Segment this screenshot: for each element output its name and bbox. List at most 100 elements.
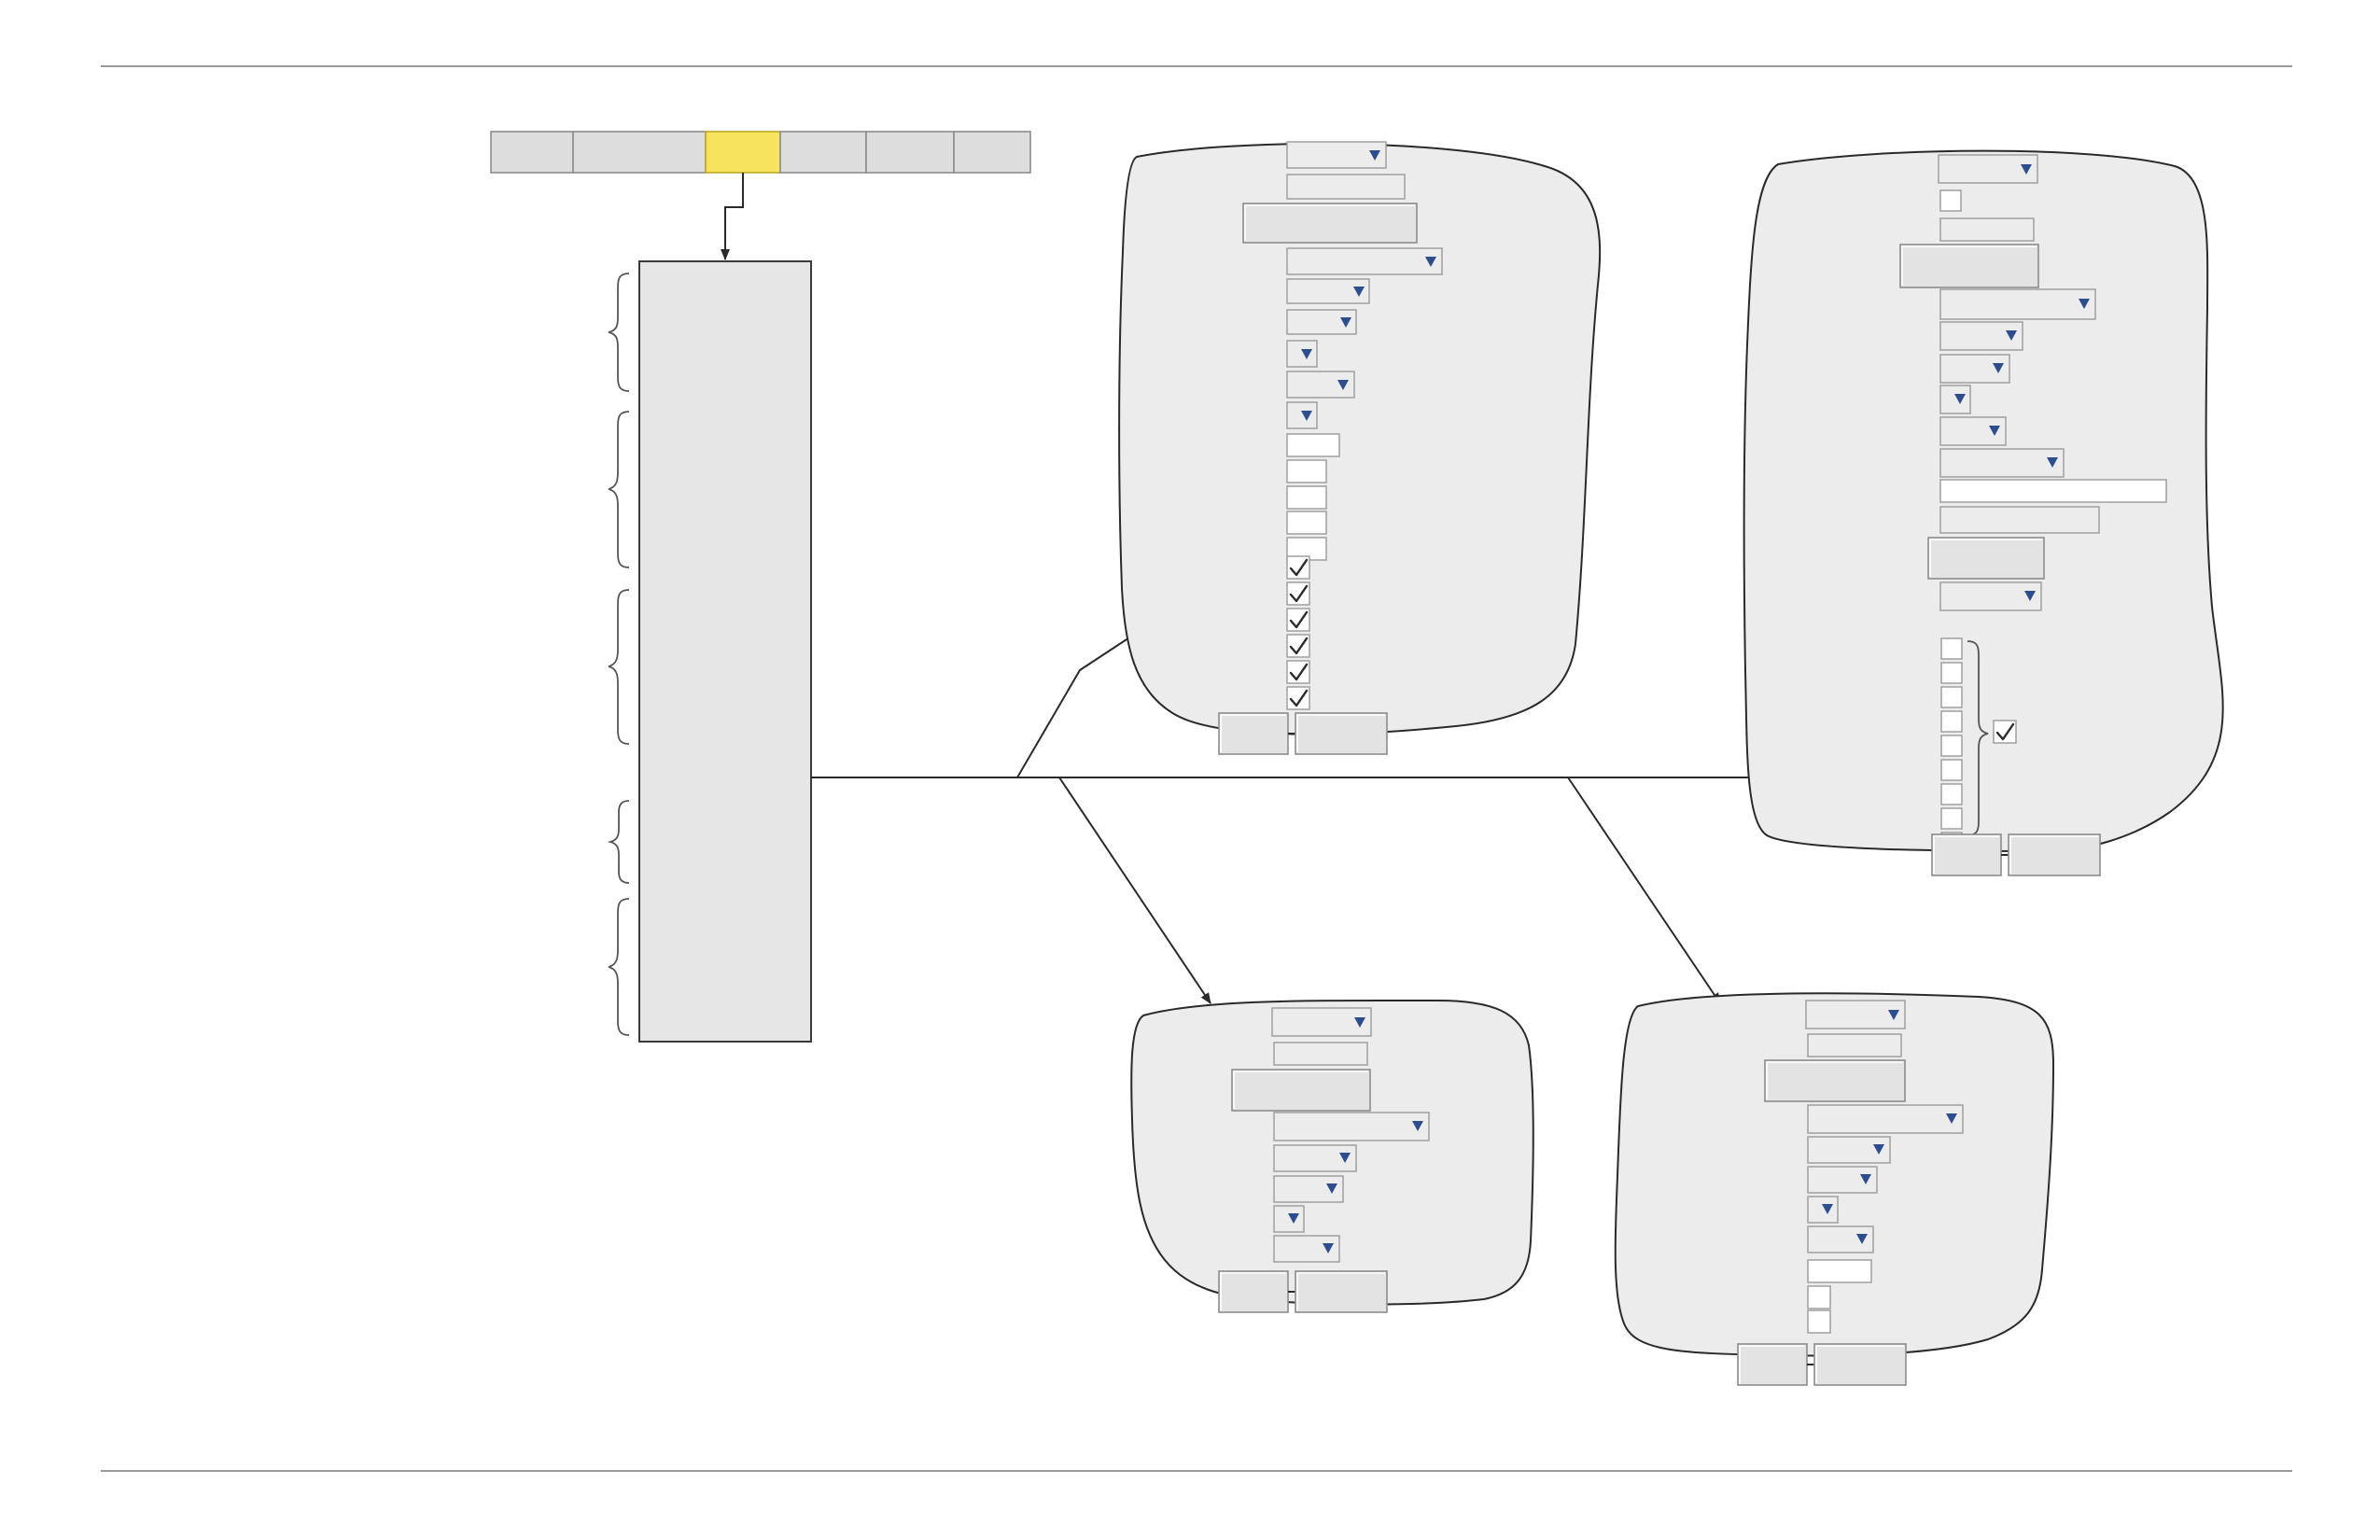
tab-3-active[interactable] (705, 131, 781, 174)
dialog-d-text-field-2[interactable] (1807, 1259, 1872, 1283)
dialog-d-button-1[interactable] (1764, 1059, 1906, 1102)
dropdown-arrow-icon (1425, 257, 1436, 267)
tab-2[interactable] (572, 131, 707, 174)
tab-4[interactable] (779, 131, 867, 174)
dialog-b-text-field-2[interactable] (1939, 479, 2167, 503)
dropdown-arrow-icon (2024, 591, 2036, 601)
dialog-d-dropdown-2[interactable] (1807, 1104, 1964, 1134)
dialog-a-dropdown-2[interactable] (1286, 247, 1443, 275)
dialog-d-text-field-3[interactable] (1807, 1285, 1831, 1309)
dropdown-arrow-icon (1337, 380, 1349, 390)
dialog-c-dropdown-1[interactable] (1271, 1007, 1372, 1037)
dialog-c-ok-button[interactable] (1218, 1270, 1289, 1313)
checkmark-icon (1289, 610, 1309, 629)
dropdown-arrow-icon (1326, 1183, 1337, 1194)
dialog-a-dropdown-7[interactable] (1286, 401, 1318, 429)
dialog-d-text-field-4[interactable] (1807, 1309, 1831, 1334)
dialog-a-ok-button[interactable] (1218, 712, 1289, 755)
dialog-c-dropdown-4[interactable] (1273, 1175, 1344, 1203)
dialog-a-dropdown-5[interactable] (1286, 340, 1318, 368)
dialog-a-button-1[interactable] (1242, 203, 1418, 244)
dialog-d-dropdown-6[interactable] (1807, 1225, 1874, 1253)
checkmark-icon (1995, 722, 2015, 741)
dialog-d-dropdown-5[interactable] (1807, 1196, 1839, 1224)
dialog-b-dropdown-8[interactable] (1939, 581, 2042, 611)
dialog-b-group-checkbox-2[interactable] (1940, 662, 1963, 684)
dialog-b-group-checkbox-7[interactable] (1940, 783, 1963, 805)
dialog-c-dropdown-2[interactable] (1273, 1112, 1430, 1141)
dropdown-arrow-icon (1301, 349, 1312, 359)
dropdown-arrow-icon (1340, 317, 1351, 328)
dialog-b-dropdown-3[interactable] (1939, 321, 2023, 351)
dialog-c-dropdown-3[interactable] (1273, 1144, 1357, 1172)
dialog-a-text-field-5[interactable] (1286, 511, 1327, 535)
dropdown-arrow-icon (1860, 1174, 1871, 1184)
dialog-b-ok-button[interactable] (1931, 833, 2002, 876)
checkmark-icon (1289, 584, 1309, 603)
connector-to-dialog-a (1016, 624, 1149, 778)
dialog-c-dropdown-5[interactable] (1273, 1205, 1305, 1233)
dialog-a-text-field-2[interactable] (1286, 433, 1340, 457)
dialog-b-button-1[interactable] (1899, 244, 2039, 288)
tab-bar (490, 131, 1031, 174)
dropdown-arrow-icon (1954, 394, 1966, 404)
dialog-b-group-checkbox-4[interactable] (1940, 710, 1963, 733)
connector-to-dialog-d (1567, 777, 1721, 1004)
dialog-d-dropdown-3[interactable] (1807, 1136, 1891, 1164)
dialog-c-button-1[interactable] (1231, 1069, 1371, 1112)
dialog-b-dropdown-2[interactable] (1939, 288, 2096, 320)
dialog-d-cancel-button[interactable] (1813, 1343, 1907, 1386)
dialog-a-checkbox-6[interactable] (1286, 686, 1310, 710)
dialog-d-dropdown-1[interactable] (1805, 1000, 1906, 1029)
dropdown-arrow-icon (1873, 1144, 1884, 1155)
tab-1[interactable] (490, 131, 574, 174)
dialog-b-group-checkbox-8[interactable] (1940, 807, 1963, 830)
dialog-b-group-checkbox-3[interactable] (1940, 686, 1963, 708)
dialog-d-ok-button[interactable] (1737, 1343, 1808, 1386)
dialog-a-text-field-4[interactable] (1286, 485, 1327, 510)
dialog-b-dropdown-4[interactable] (1939, 354, 2010, 384)
brace-3 (608, 589, 630, 745)
dialog-b-group-checkbox-1[interactable] (1940, 637, 1963, 660)
group-brace (1967, 640, 1989, 836)
dialog-a-text-field-3[interactable] (1286, 459, 1327, 483)
dropdown-arrow-icon (1993, 363, 2004, 373)
checkmark-icon (1289, 637, 1309, 655)
tab-5[interactable] (865, 131, 955, 174)
dialog-a-checkbox-4[interactable] (1286, 634, 1310, 658)
dialog-d-text-field-1[interactable] (1807, 1033, 1902, 1057)
dropdown-arrow-icon (1369, 150, 1380, 161)
dialog-a-checkbox-2[interactable] (1286, 581, 1310, 606)
dialog-b-dropdown-7[interactable] (1939, 448, 2065, 478)
dialog-b-checkbox-1[interactable] (1939, 189, 1962, 212)
dialog-b-dropdown-1[interactable] (1938, 154, 2038, 184)
dialog-a-dropdown-4[interactable] (1286, 309, 1357, 335)
dialog-c-dropdown-6[interactable] (1273, 1235, 1340, 1263)
tab-6[interactable] (953, 131, 1031, 174)
dialog-b-text-field-1[interactable] (1939, 217, 2035, 242)
checkmark-icon (1289, 663, 1309, 681)
dialog-c-text-field-1[interactable] (1273, 1042, 1368, 1066)
dialog-a-text-field-1[interactable] (1286, 174, 1406, 200)
dropdown-arrow-icon (2021, 164, 2032, 175)
dialog-a-dropdown-1[interactable] (1286, 141, 1387, 169)
dialog-d-dropdown-4[interactable] (1807, 1166, 1878, 1194)
dialog-c-cancel-button[interactable] (1295, 1270, 1388, 1313)
dialog-b-dropdown-6[interactable] (1939, 416, 2007, 446)
dialog-b-group-checkbox-6[interactable] (1940, 759, 1963, 781)
dialog-b-group-master-checkbox[interactable] (1993, 720, 2017, 744)
dialog-b-cancel-button[interactable] (2008, 833, 2101, 876)
dialog-b-text-field-3[interactable] (1939, 506, 2100, 534)
dialog-a-dropdown-6[interactable] (1286, 371, 1355, 399)
dialog-b-group-checkbox-5[interactable] (1940, 735, 1963, 757)
dialog-b-button-2[interactable] (1927, 537, 2045, 580)
dialog-a-cancel-button[interactable] (1295, 712, 1388, 755)
dialog-a-checkbox-1[interactable] (1286, 555, 1310, 580)
dialog-b-dropdown-5[interactable] (1939, 385, 1971, 414)
dialog-b-checkbox-group (1940, 637, 2017, 854)
dropdown-arrow-icon (1323, 1243, 1334, 1253)
dialog-a-dropdown-3[interactable] (1286, 278, 1370, 304)
dialog-a-checkbox-5[interactable] (1286, 660, 1310, 684)
dialog-a-checkbox-3[interactable] (1286, 608, 1310, 632)
